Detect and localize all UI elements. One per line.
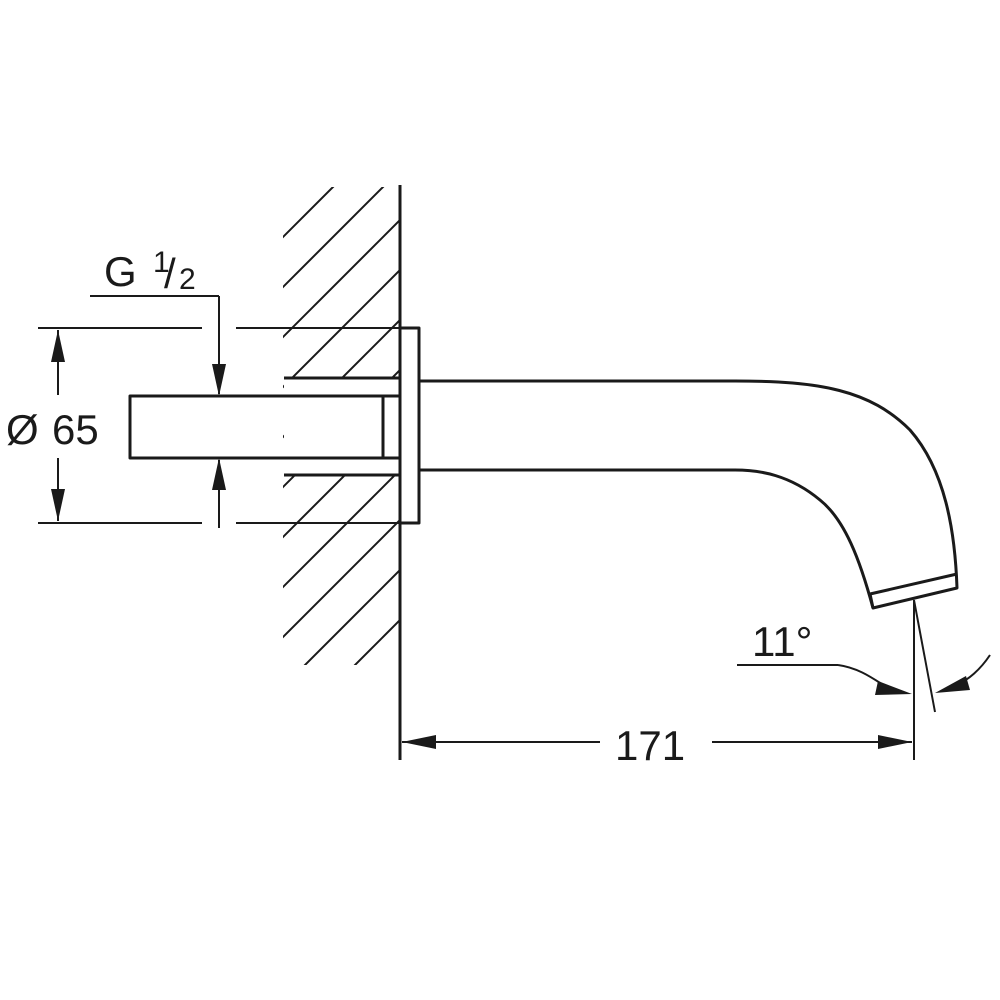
spout-body [419,379,959,610]
spout-outlet-face [868,593,875,609]
angle-dimension [737,599,991,713]
diameter-dimension [38,327,400,524]
projection-arrow-left [402,735,436,749]
projection-value: 171 [615,722,685,769]
projection-dimension [402,600,915,760]
thread-numerator: 1 [153,246,170,279]
diameter-value: 65 [52,406,99,453]
thread-dimension [90,295,226,528]
spout-outlet-rim [869,572,958,596]
thread-arrow-down [212,364,226,396]
diameter-symbol: Ø [6,406,39,453]
diameter-arrow-top [51,330,65,362]
diameter-arrow-bottom [51,489,65,521]
angle-arrow-left [875,681,912,695]
angle-value: 11° [752,618,812,665]
thread-slash: / [164,250,176,297]
thread-prefix: G [104,248,137,295]
angle-arrow-right [935,676,970,693]
thread-denominator: 2 [179,263,196,296]
escutcheon-rosette [398,326,421,525]
thread-arrow-up [212,458,226,490]
projection-arrow-right [878,735,912,749]
